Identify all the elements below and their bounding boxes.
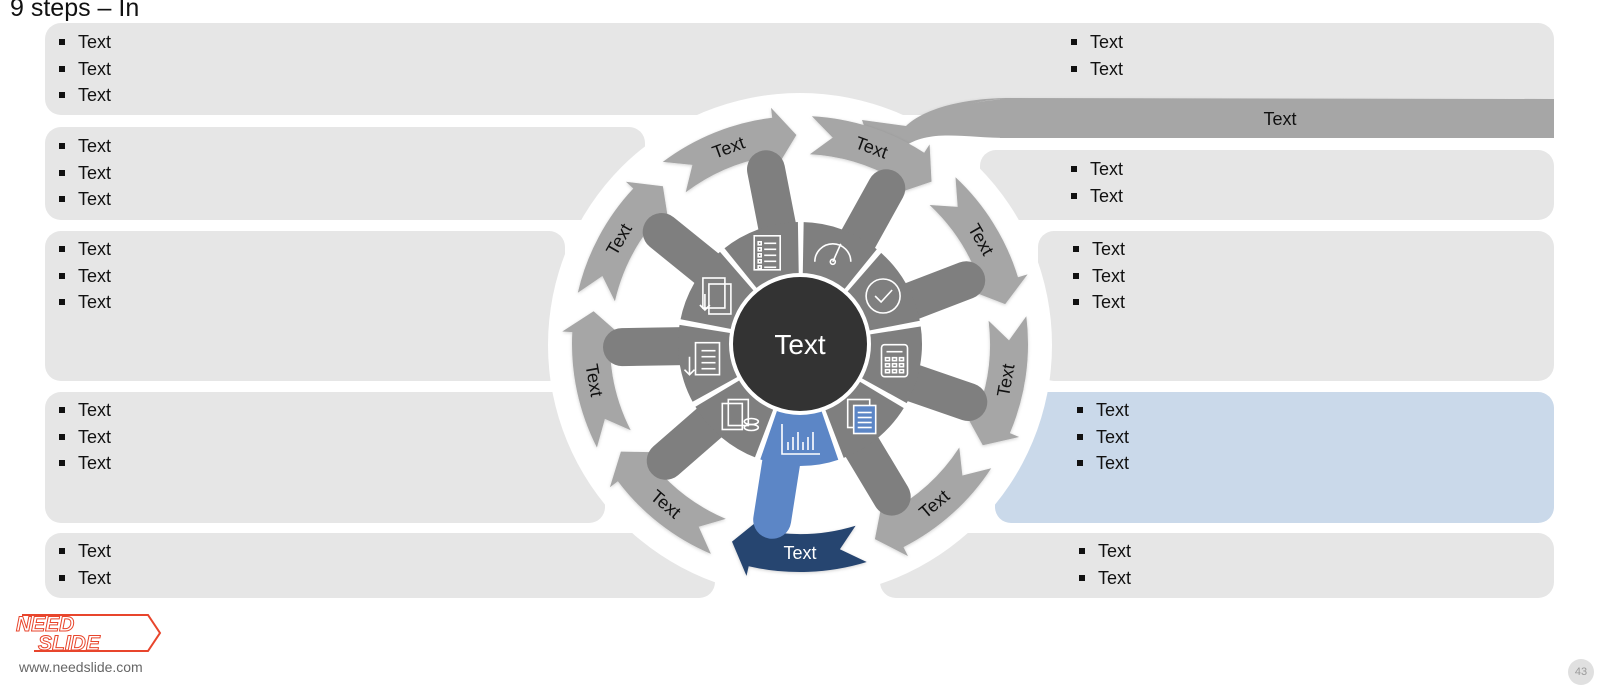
gear-tooth-step-3 xyxy=(892,363,988,421)
list-item: Text xyxy=(1076,397,1129,424)
panel-right-2 xyxy=(980,150,1554,220)
list-item: Text xyxy=(58,424,111,451)
bullet-list-left-2: Text Text Text xyxy=(58,133,111,213)
list-item: Text xyxy=(1070,183,1123,210)
logo-word-need: NEED xyxy=(16,613,74,636)
calculator-icon xyxy=(880,343,909,378)
gear-tooth-step-4 xyxy=(841,426,911,516)
ring-arrow-step-1 xyxy=(809,116,932,193)
list-item: Text xyxy=(58,186,111,213)
gear-tooth-step-1 xyxy=(838,169,906,260)
list-item: Text xyxy=(1078,538,1131,565)
list-item: Text xyxy=(58,82,111,109)
gear-tooth-step-5 xyxy=(753,441,801,539)
list-item: Text xyxy=(58,133,111,160)
gear-tooth-step-2 xyxy=(891,261,986,321)
input-bar-label: Text xyxy=(1263,109,1296,129)
ring-arrow-step-4 xyxy=(874,447,992,557)
gear-face-step-1 xyxy=(801,222,877,293)
ring-arrow-step-6 xyxy=(609,451,726,554)
gear-tooth-step-8 xyxy=(642,213,728,289)
list-item: Text xyxy=(1070,29,1123,56)
ring-arrow-step-8 xyxy=(577,181,669,302)
gear-face-step-5 xyxy=(760,406,840,467)
bar-chart-icon xyxy=(781,424,820,455)
list-item: Text xyxy=(1072,236,1125,263)
bullet-list-right-2: Text Text xyxy=(1070,156,1123,209)
panel-right-3 xyxy=(1038,231,1554,381)
list-item: Text xyxy=(58,56,111,83)
list-item: Text xyxy=(1076,424,1129,451)
slide-title: 9 steps – In xyxy=(10,0,140,22)
center-hub xyxy=(729,273,871,415)
documents-icon xyxy=(846,398,877,435)
bullet-list-left-5: Text Text xyxy=(58,538,111,591)
gear-tooth-step-6 xyxy=(646,402,730,480)
ring-arrow-step-2 xyxy=(929,177,1028,305)
gear-tooth-step-7 xyxy=(603,327,701,367)
input-bar-body xyxy=(1000,99,1554,138)
list-item: Text xyxy=(58,236,111,263)
certificate-check-icon xyxy=(865,278,901,314)
list-item: Text xyxy=(58,397,111,424)
ring-label-step-5: Text xyxy=(783,543,816,563)
list-item: Text xyxy=(1070,156,1123,183)
files-coins-icon xyxy=(721,398,760,432)
bullet-list-left-4: Text Text Text xyxy=(58,397,111,477)
speedometer-icon xyxy=(813,243,852,266)
list-item: Text xyxy=(58,263,111,290)
bullet-list-right-1: Text Text xyxy=(1070,29,1123,82)
panel-left-3 xyxy=(45,231,565,381)
footer-url: www.needslide.com xyxy=(19,659,143,675)
panel-left-5 xyxy=(45,533,715,598)
list-item: Text xyxy=(58,538,111,565)
ring-arrow-step-9 xyxy=(662,107,797,193)
bullet-list-right-4: Text Text Text xyxy=(1076,397,1129,477)
list-item: Text xyxy=(58,565,111,592)
page-number: 43 xyxy=(1568,659,1594,685)
list-item: Text xyxy=(1076,450,1129,477)
center-label: Text xyxy=(774,329,826,360)
logo-word-slide: SLIDE xyxy=(38,632,101,655)
list-item: Text xyxy=(1070,56,1123,83)
ring-arrow-step-7 xyxy=(562,311,631,448)
list-item: Text xyxy=(58,450,111,477)
panel-left-4 xyxy=(45,392,605,523)
gear-tooth-step-9 xyxy=(747,150,797,248)
needslide-logo: NEED SLIDE xyxy=(16,613,162,656)
panel-right-5 xyxy=(880,533,1554,598)
list-item: Text xyxy=(1078,565,1131,592)
checklist-download-icon xyxy=(683,341,721,376)
bullet-list-right-5: Text Text xyxy=(1078,538,1131,591)
list-item: Text xyxy=(58,289,111,316)
bullet-list-left-1: Text Text Text xyxy=(58,29,111,109)
list-item: Text xyxy=(58,160,111,187)
list-item: Text xyxy=(1072,263,1125,290)
bullet-list-right-3: Text Text Text xyxy=(1072,236,1125,316)
panel-right-4-active xyxy=(995,392,1554,523)
list-item: Text xyxy=(1072,289,1125,316)
bullet-list-left-3: Text Text Text xyxy=(58,236,111,316)
panel-left-2 xyxy=(45,127,645,220)
list-item: Text xyxy=(58,29,111,56)
checklist-icon xyxy=(753,235,782,271)
files-download-icon xyxy=(699,277,732,315)
